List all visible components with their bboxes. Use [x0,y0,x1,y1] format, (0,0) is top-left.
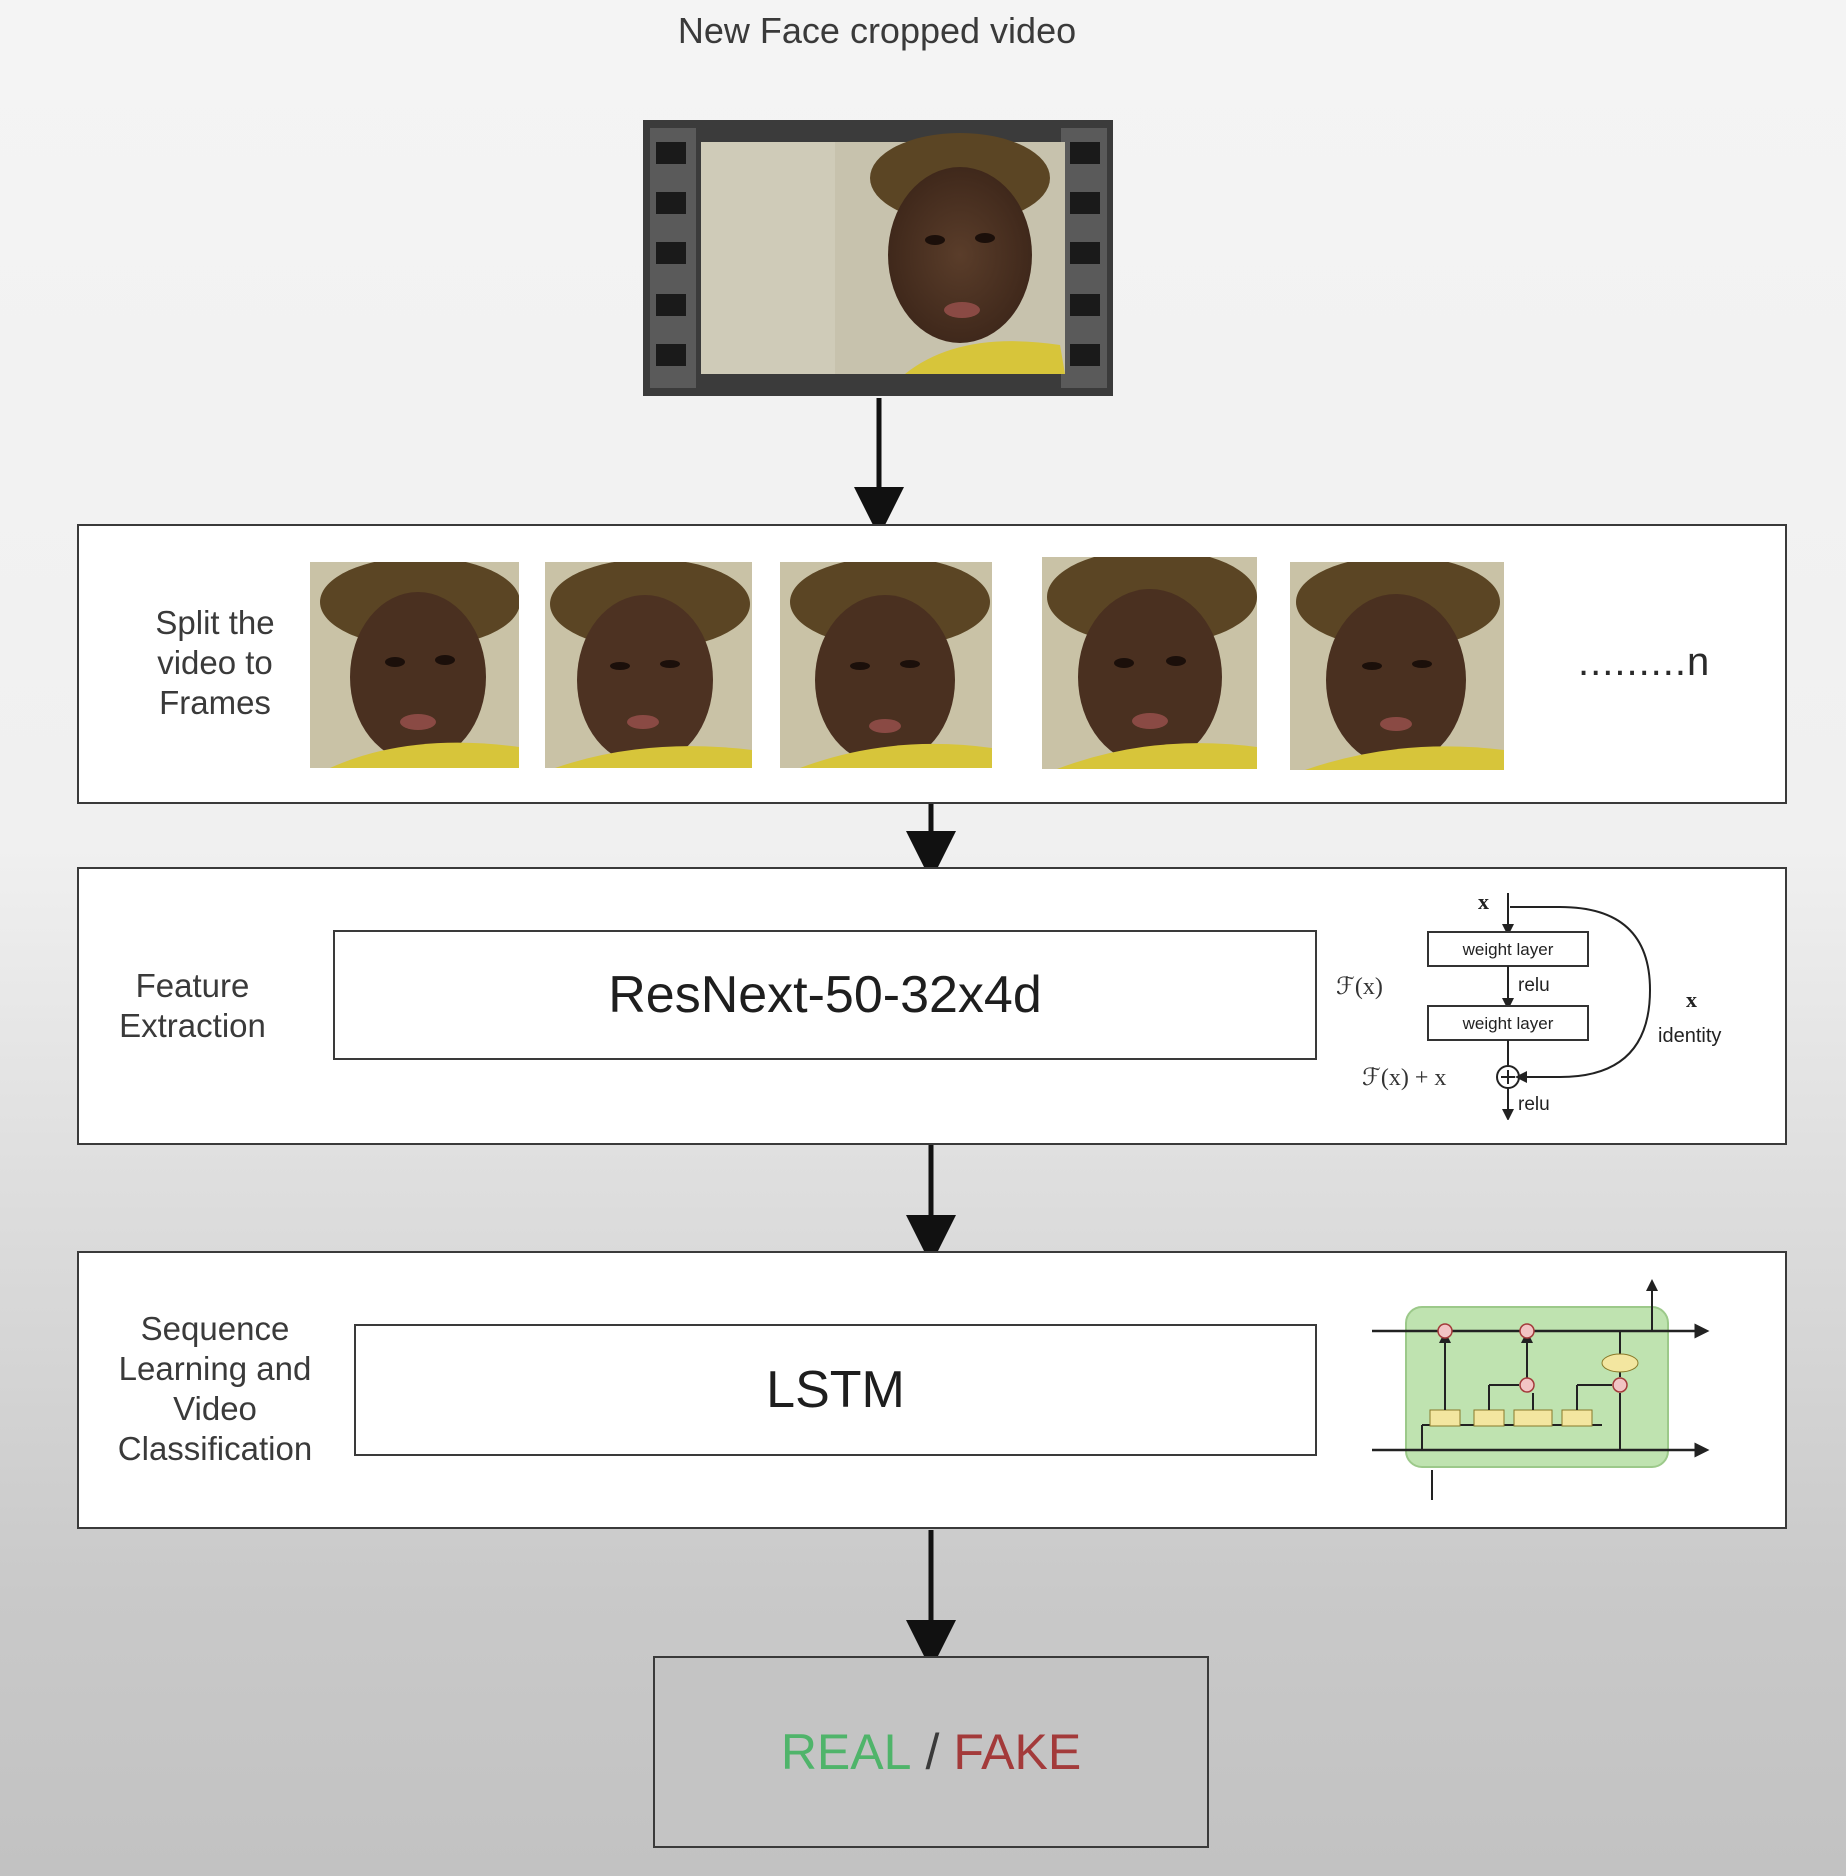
frame-thumbnail [1042,557,1257,769]
lstm-model-box: LSTM [354,1324,1317,1456]
residual-x-input-label: x [1478,889,1489,914]
weight-layer-2 [1427,1005,1589,1041]
identity-x-label: x [1686,987,1697,1012]
fx-plus-x-label: ℱ(x) + x [1362,1065,1446,1091]
lstm-cell-diagram [1372,1279,1710,1500]
fx-label: ℱ(x) [1336,974,1383,1000]
frame-thumbnail [310,562,519,768]
weight-layer-1-label: weight layer [1462,940,1554,959]
weight-layer-1 [1427,931,1589,967]
real-label: REAL [780,1724,912,1780]
split-frames-label: Split the video to Frames [155,604,275,721]
frame-thumbnail [1290,562,1504,770]
input-video-title: New Face cropped video [677,10,1077,51]
sequence-learning-label: Sequence Learning and Video Classificati… [117,1310,313,1467]
fake-label: FAKE [953,1724,1082,1780]
more-frames-ellipsis: .........n [1578,640,1711,684]
relu-1-label: relu [1518,975,1550,996]
feature-extraction-label: Feature Extraction [119,967,266,1044]
filmstrip-video-thumbnail [643,120,1113,396]
frame-thumbnail [545,562,752,768]
residual-block-diagram: x weight layer relu weight layer ℱ(x) re… [1336,889,1721,1120]
frame-thumbnail [780,562,992,768]
resnext-model-box: ResNext-50-32x4d [333,930,1317,1060]
relu-2-label: relu [1518,1094,1550,1115]
weight-layer-2-label: weight layer [1462,1014,1554,1033]
identity-label: identity [1658,1025,1721,1047]
classification-result-box: REAL / FAKE [653,1656,1209,1848]
result-separator: / [925,1724,940,1780]
